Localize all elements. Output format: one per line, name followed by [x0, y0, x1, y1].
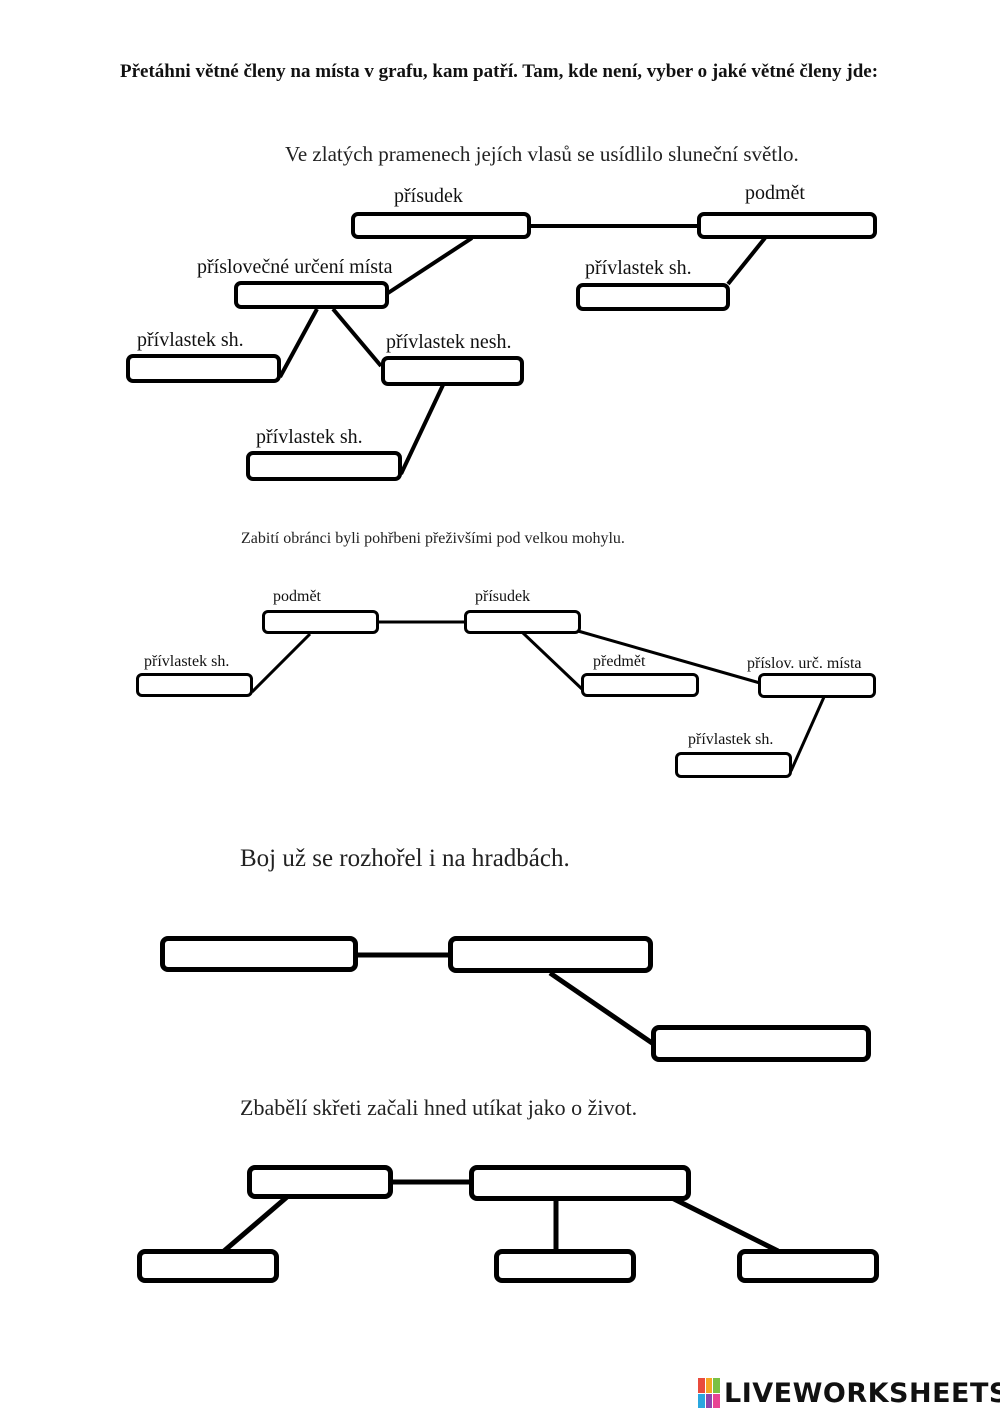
- label-prisudek-2: přísudek: [475, 588, 531, 605]
- drop-box-podmet-2[interactable]: [262, 610, 379, 634]
- drop-box-privlastek-sh-bottom-2[interactable]: [675, 752, 792, 778]
- instruction-text: Přetáhni větné členy na místa v grafu, k…: [120, 61, 879, 82]
- sentence-3: Boj už se rozhořel i na hradbách.: [240, 845, 570, 872]
- drop-box-privlastek-sh-2[interactable]: [136, 673, 253, 697]
- sentence-1: Ve zlatých pramenech jejích vlasů se usí…: [285, 142, 799, 166]
- liveworksheets-brand-text: LIVEWORKSHEETS: [724, 1377, 1000, 1409]
- drop-box-privlastek-sh-bottom[interactable]: [246, 451, 402, 481]
- label-prisudek: přísudek: [394, 185, 463, 207]
- label-podmet: podmět: [745, 182, 805, 204]
- label-predmet-2: předmět: [593, 653, 646, 670]
- label-podmet-2: podmět: [273, 588, 321, 605]
- drop-box-4-top-right[interactable]: [469, 1165, 691, 1201]
- sentence-2: Zabití obránci byli pohřbeni přeživšími …: [241, 530, 625, 547]
- drop-box-prislovecne-urceni-mista[interactable]: [234, 281, 389, 309]
- label-prislovecne-urceni-mista: příslovečné určení místa: [197, 256, 393, 278]
- drop-box-3-left[interactable]: [160, 936, 358, 972]
- drop-box-prisudek-2[interactable]: [464, 610, 581, 634]
- drop-box-prisudek[interactable]: [351, 212, 531, 239]
- label-privlastek-sh-left: přívlastek sh.: [137, 329, 244, 351]
- drop-box-4-bottom-right[interactable]: [737, 1249, 879, 1283]
- drop-box-3-middle[interactable]: [448, 936, 653, 973]
- drop-box-4-bottom-left[interactable]: [137, 1249, 279, 1283]
- sentence-4: Zbabělí skřeti začali hned utíkat jako o…: [240, 1095, 638, 1120]
- label-privlastek-sh-bottom-2: přívlastek sh.: [688, 731, 774, 748]
- label-privlastek-nesh: přívlastek nesh.: [386, 331, 512, 353]
- label-prislov-urc-mista-2: příslov. urč. místa: [747, 655, 862, 672]
- label-privlastek-sh-right: přívlastek sh.: [585, 257, 692, 279]
- drop-box-3-bottom[interactable]: [651, 1025, 871, 1062]
- label-privlastek-sh-bottom: přívlastek sh.: [256, 426, 363, 448]
- drop-box-prislov-urc-mista-2[interactable]: [758, 673, 876, 698]
- drop-box-4-bottom-middle[interactable]: [494, 1249, 636, 1283]
- liveworksheets-logo-icon: [698, 1378, 720, 1408]
- drop-box-privlastek-sh-left[interactable]: [126, 354, 281, 383]
- label-privlastek-sh-2: přívlastek sh.: [144, 653, 230, 670]
- drop-box-4-top-left[interactable]: [247, 1165, 393, 1199]
- drop-box-podmet[interactable]: [697, 212, 877, 239]
- drop-box-predmet-2[interactable]: [581, 673, 699, 697]
- liveworksheets-logo: LIVEWORKSHEETS: [698, 1376, 1000, 1410]
- drop-box-privlastek-sh-right[interactable]: [576, 283, 730, 311]
- drop-box-privlastek-nesh[interactable]: [381, 356, 524, 386]
